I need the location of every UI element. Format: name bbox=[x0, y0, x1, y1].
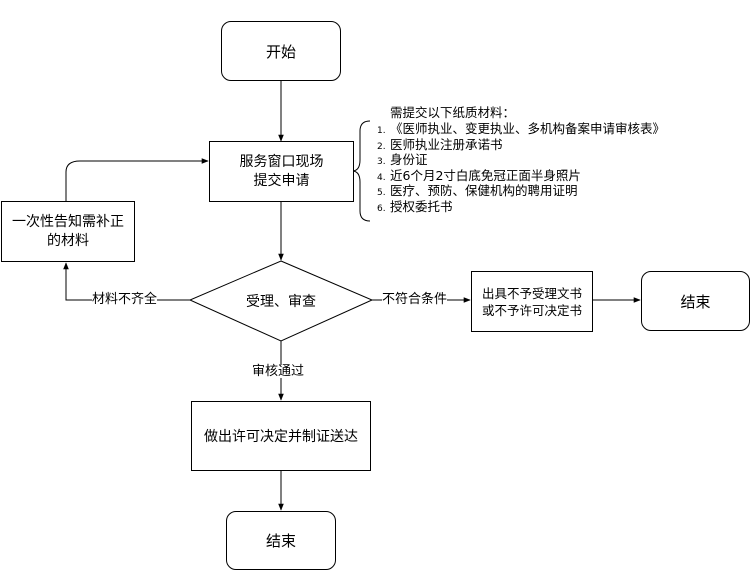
material-num: 6. bbox=[377, 203, 386, 214]
end-node-right: 结束 bbox=[641, 271, 750, 331]
submit-label: 服务窗口现场 提交申请 bbox=[239, 153, 324, 189]
material-text: 医疗、预防、保健机构的聘用证明 bbox=[390, 183, 578, 198]
review-node: 受理、审查 bbox=[190, 261, 372, 341]
material-item: 4. 近6个月2寸白底免冠正面半身照片 bbox=[377, 168, 665, 184]
materials-brace bbox=[351, 120, 371, 222]
end-bottom-label: 结束 bbox=[265, 532, 296, 550]
material-item: 1. 《医师执业、变更执业、多机构备案申请审核表》 bbox=[377, 121, 665, 137]
review-label: 受理、审查 bbox=[246, 294, 316, 310]
notify-label: 一次性告知需补正 的材料 bbox=[12, 213, 124, 249]
start-node: 开始 bbox=[221, 21, 341, 81]
submit-node: 服务窗口现场 提交申请 bbox=[209, 141, 354, 202]
material-item: 6. 授权委托书 bbox=[377, 199, 665, 215]
material-num: 4. bbox=[377, 172, 386, 183]
edge-label-incomplete: 材料不齐全 bbox=[92, 292, 158, 307]
reject-doc-node: 出具不予受理文书 或不予许可决定书 bbox=[471, 271, 593, 332]
material-num: 1. bbox=[377, 126, 386, 136]
notify-node: 一次性告知需补正 的材料 bbox=[1, 201, 135, 262]
material-text: 授权委托书 bbox=[390, 198, 453, 214]
materials-note: 需提交以下纸质材料： 1. 《医师执业、变更执业、多机构备案申请审核表》 2. 医师… bbox=[377, 104, 665, 214]
decision-label: 做出许可决定并制证送达 bbox=[204, 429, 358, 445]
material-text: 《医师执业、变更执业、多机构备案申请审核表》 bbox=[390, 121, 666, 136]
materials-title: 需提交以下纸质材料： bbox=[390, 105, 516, 120]
review-diamond-shape bbox=[188, 260, 374, 342]
edge-label-approved: 审核通过 bbox=[252, 364, 305, 379]
end-right-label: 结束 bbox=[680, 292, 711, 311]
material-text: 近6个月2寸白底免冠正面半身照片 bbox=[390, 167, 581, 183]
end-node-bottom: 结束 bbox=[226, 511, 336, 570]
material-item: 2. 医师执业注册承诺书 bbox=[377, 137, 665, 153]
edge-notify-to-submit bbox=[65, 158, 209, 201]
decision-node: 做出许可决定并制证送达 bbox=[191, 401, 371, 471]
material-item: 5. 医疗、预防、保健机构的聘用证明 bbox=[377, 183, 665, 199]
materials-list: 1. 《医师执业、变更执业、多机构备案申请审核表》 2. 医师执业注册承诺书 3. 身… bbox=[377, 121, 665, 214]
material-num: 3. bbox=[377, 157, 386, 167]
reject-doc-label: 出具不予受理文书 或不予许可决定书 bbox=[481, 285, 582, 318]
material-item: 3. 身份证 bbox=[377, 152, 665, 168]
edge-label-not-qualified: 不符合条件 bbox=[382, 292, 448, 307]
material-text: 身份证 bbox=[390, 152, 428, 167]
start-label: 开始 bbox=[265, 42, 296, 61]
material-num: 5. bbox=[377, 188, 386, 198]
material-num: 2. bbox=[377, 141, 386, 152]
material-text: 医师执业注册承诺书 bbox=[390, 136, 503, 152]
